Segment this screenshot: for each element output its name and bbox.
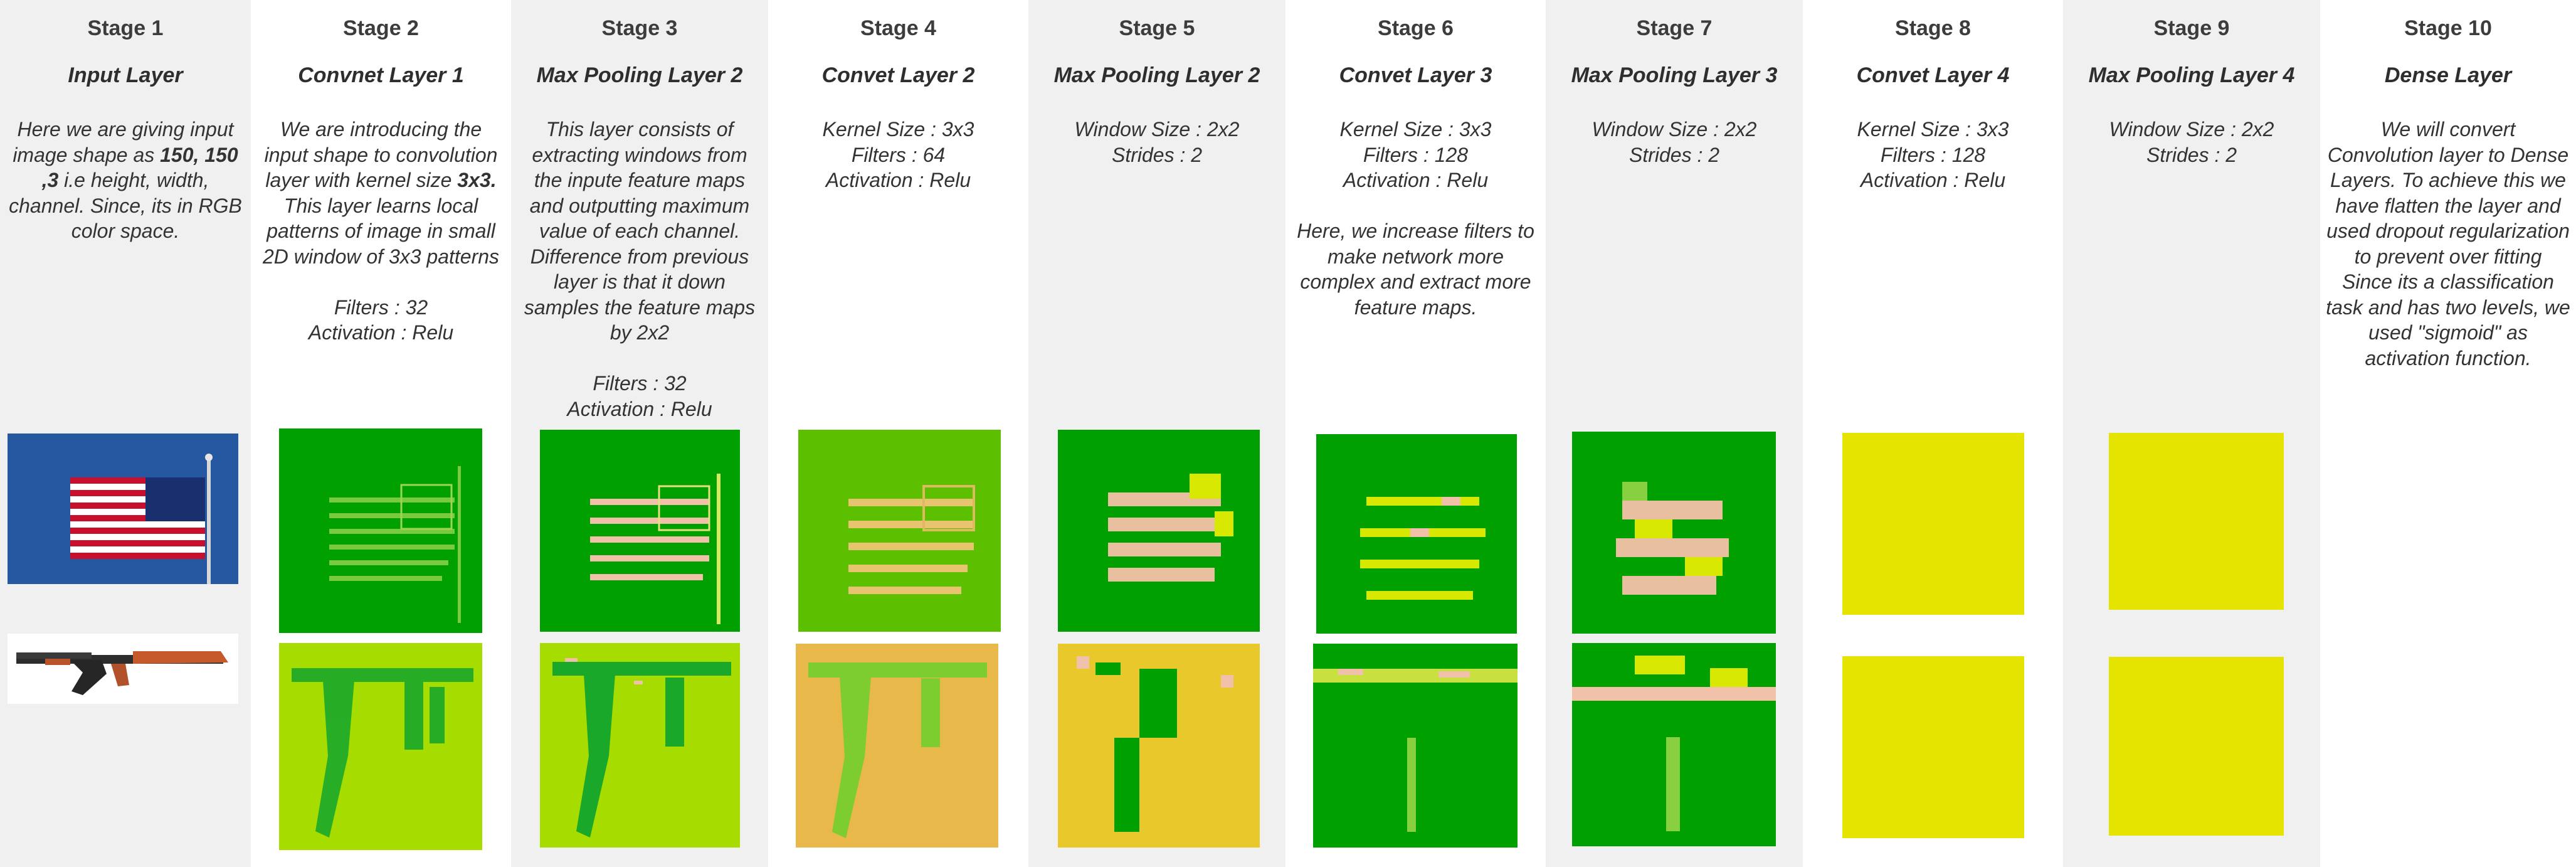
input-rifle-image	[8, 634, 238, 704]
feature-map-rifle	[279, 643, 482, 850]
stage-title: Stage 7	[1636, 16, 1713, 40]
stage-title: Stage 9	[2153, 16, 2230, 40]
stage-title: Stage 5	[1119, 16, 1195, 40]
feature-map-flag	[1058, 430, 1260, 632]
layer-name: Input Layer	[68, 63, 183, 87]
stage-9-column: Stage 9 Max Pooling Layer 4 Window Size …	[2063, 0, 2320, 867]
stage-5-column: Stage 5 Max Pooling Layer 2 Window Size …	[1028, 0, 1285, 867]
feature-map-rifle	[540, 643, 740, 848]
layer-name: Convnet Layer 1	[298, 63, 464, 87]
feature-map-rifle	[1058, 644, 1260, 848]
stage-8-column: Stage 8 Convet Layer 4 Kernel Size : 3x3…	[1803, 0, 2063, 867]
feature-map-flag	[2109, 433, 2284, 610]
stage-2-column: Stage 2 Convnet Layer 1 We are introduci…	[251, 0, 511, 867]
stage-title: Stage 3	[601, 16, 678, 40]
layer-name: Max Pooling Layer 3	[1571, 63, 1778, 87]
stage-title: Stage 2	[343, 16, 419, 40]
layer-description: Kernel Size : 3x3 Filters : 128 Activati…	[1857, 118, 2009, 191]
stage-4-column: Stage 4 Convet Layer 2 Kernel Size : 3x3…	[768, 0, 1028, 867]
feature-map-flag	[798, 430, 1001, 632]
stage-3-column: Stage 3 Max Pooling Layer 2 This layer c…	[511, 0, 768, 867]
layer-name: Max Pooling Layer 2	[1053, 63, 1260, 87]
layer-name: Convet Layer 4	[1856, 63, 2010, 87]
stage-title: Stage 1	[87, 16, 164, 40]
layer-description: We are introducing the input shape to co…	[262, 118, 500, 344]
feature-map-rifle	[796, 644, 998, 848]
layer-name: Convet Layer 3	[1339, 63, 1492, 87]
feature-map-rifle	[1313, 644, 1518, 848]
layer-description: We will convert Convolution layer to Den…	[2326, 118, 2570, 370]
layer-description: Kernel Size : 3x3 Filters : 128 Activati…	[1297, 118, 1534, 319]
layer-description: Window Size : 2x2 Strides : 2	[1074, 118, 1240, 166]
layer-description: Here we are giving input image shape as …	[9, 118, 242, 242]
layer-description: Kernel Size : 3x3 Filters : 64 Activatio…	[822, 118, 974, 191]
feature-map-flag	[279, 428, 482, 633]
stage-title: Stage 8	[1895, 16, 1971, 40]
layer-description: Window Size : 2x2 Strides : 2	[2109, 118, 2274, 166]
feature-map-flag	[1842, 433, 2024, 615]
stage-6-column: Stage 6 Convet Layer 3 Kernel Size : 3x3…	[1285, 0, 1546, 867]
stage-title: Stage 10	[2404, 16, 2492, 40]
feature-map-flag	[1316, 434, 1517, 634]
stage-7-column: Stage 7 Max Pooling Layer 3 Window Size …	[1546, 0, 1803, 867]
layer-name: Convet Layer 2	[821, 63, 975, 87]
stage-title: Stage 6	[1378, 16, 1454, 40]
feature-map-rifle	[1842, 656, 2024, 838]
feature-map-flag	[1572, 432, 1776, 634]
layer-name: Dense Layer	[2384, 63, 2512, 87]
stage-title: Stage 4	[860, 16, 936, 40]
layer-name: Max Pooling Layer 2	[536, 63, 743, 87]
layer-description: Window Size : 2x2 Strides : 2	[1592, 118, 1757, 166]
feature-map-rifle	[2109, 657, 2284, 836]
layer-description: This layer consists of extracting window…	[524, 118, 756, 420]
stage-1-column: Stage 1 Input Layer Here we are giving i…	[0, 0, 251, 867]
feature-map-rifle	[1572, 643, 1776, 846]
feature-map-flag	[540, 430, 740, 632]
layer-name: Max Pooling Layer 4	[2088, 63, 2295, 87]
input-flag-image	[8, 434, 238, 584]
stage-10-column: Stage 10 Dense Layer We will convert Con…	[2320, 0, 2576, 867]
